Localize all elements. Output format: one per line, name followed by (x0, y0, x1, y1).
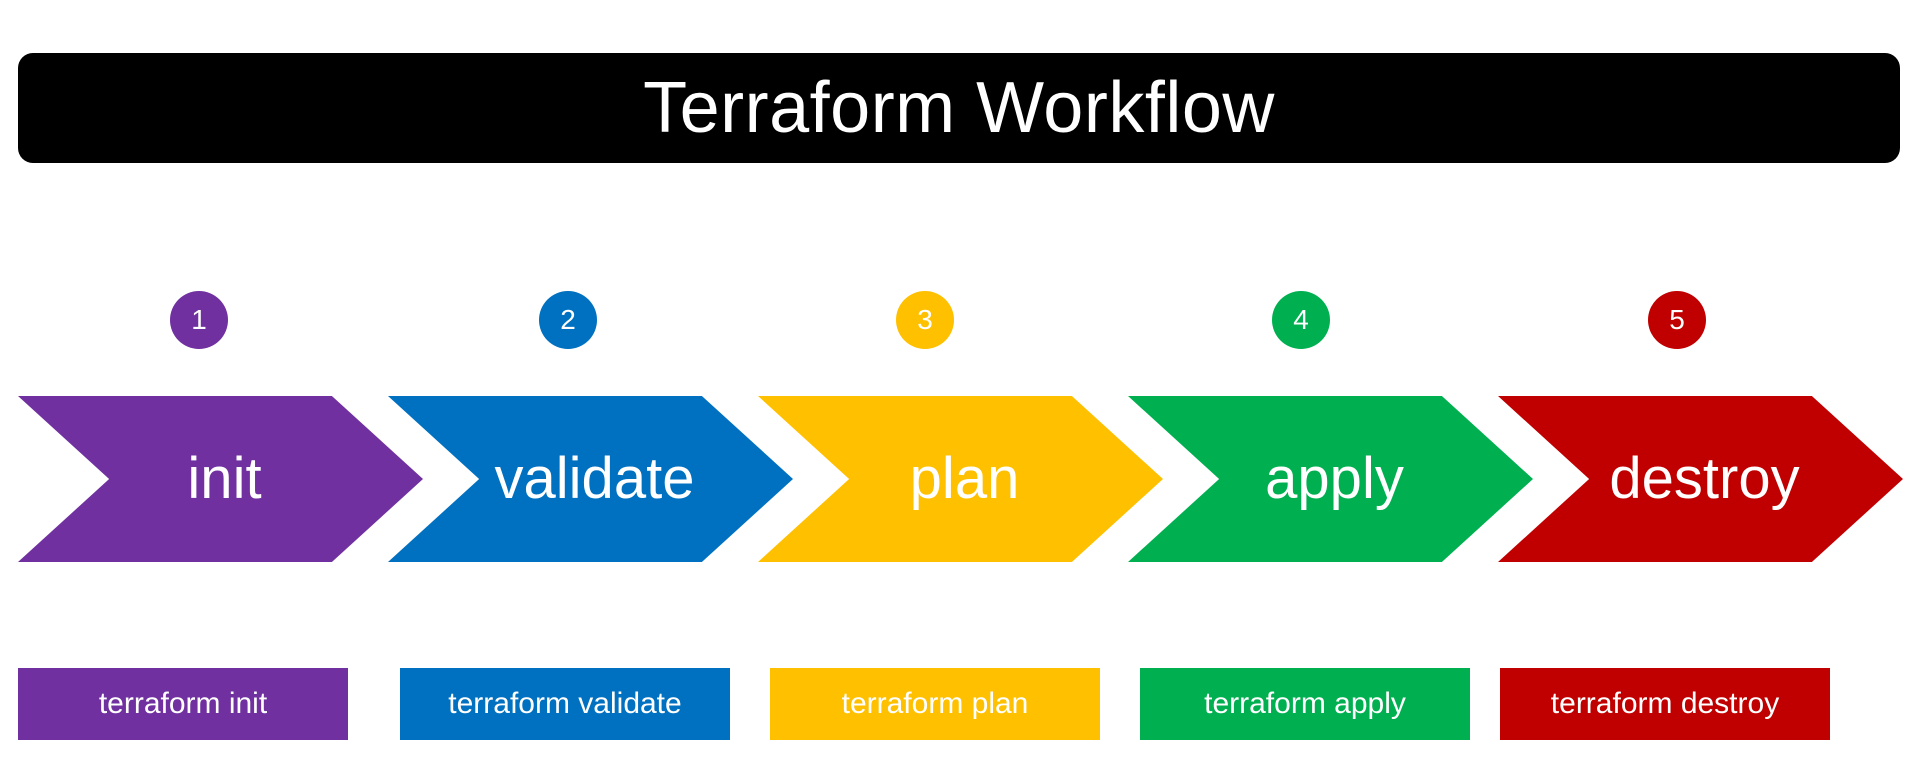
chevron-label-3: plan (909, 446, 1020, 511)
command-chip-5: terraform destroy (1500, 668, 1830, 740)
command-chip-4: terraform apply (1140, 668, 1470, 740)
command-label-2: terraform validate (448, 687, 682, 720)
command-label-5: terraform destroy (1550, 687, 1780, 720)
command-label-3: terraform plan (841, 687, 1029, 720)
step-number-3: 3 (917, 304, 933, 335)
chevron-step-5: destroy (1498, 396, 1903, 562)
command-label-1: terraform init (98, 687, 268, 720)
step-number-5: 5 (1669, 304, 1685, 335)
step-circle-2: 2 (539, 291, 597, 349)
diagram-title-text: Terraform Workflow (643, 68, 1275, 148)
workflow-chevron-row: init validate plan apply destroy (0, 396, 1918, 564)
chevron-label-2: validate (494, 446, 695, 511)
chevron-step-2: validate (388, 396, 793, 562)
command-chip-2: terraform validate (400, 668, 730, 740)
chevron-step-4: apply (1128, 396, 1533, 562)
step-circle-5: 5 (1648, 291, 1706, 349)
step-circle-4: 4 (1272, 291, 1330, 349)
chevron-step-1: init (18, 396, 423, 562)
step-number-1: 1 (191, 304, 207, 335)
command-chip-1: terraform init (18, 668, 348, 740)
command-chip-3: terraform plan (770, 668, 1100, 740)
chevron-label-1: init (187, 446, 262, 511)
step-number-4: 4 (1293, 304, 1309, 335)
step-circle-3: 3 (896, 291, 954, 349)
step-circle-1: 1 (170, 291, 228, 349)
command-label-4: terraform apply (1204, 687, 1406, 720)
diagram-title-bar: Terraform Workflow (18, 53, 1900, 163)
chevron-label-4: apply (1265, 446, 1404, 511)
chevron-label-5: destroy (1609, 446, 1800, 511)
step-number-2: 2 (560, 304, 576, 335)
chevron-step-3: plan (758, 396, 1163, 562)
